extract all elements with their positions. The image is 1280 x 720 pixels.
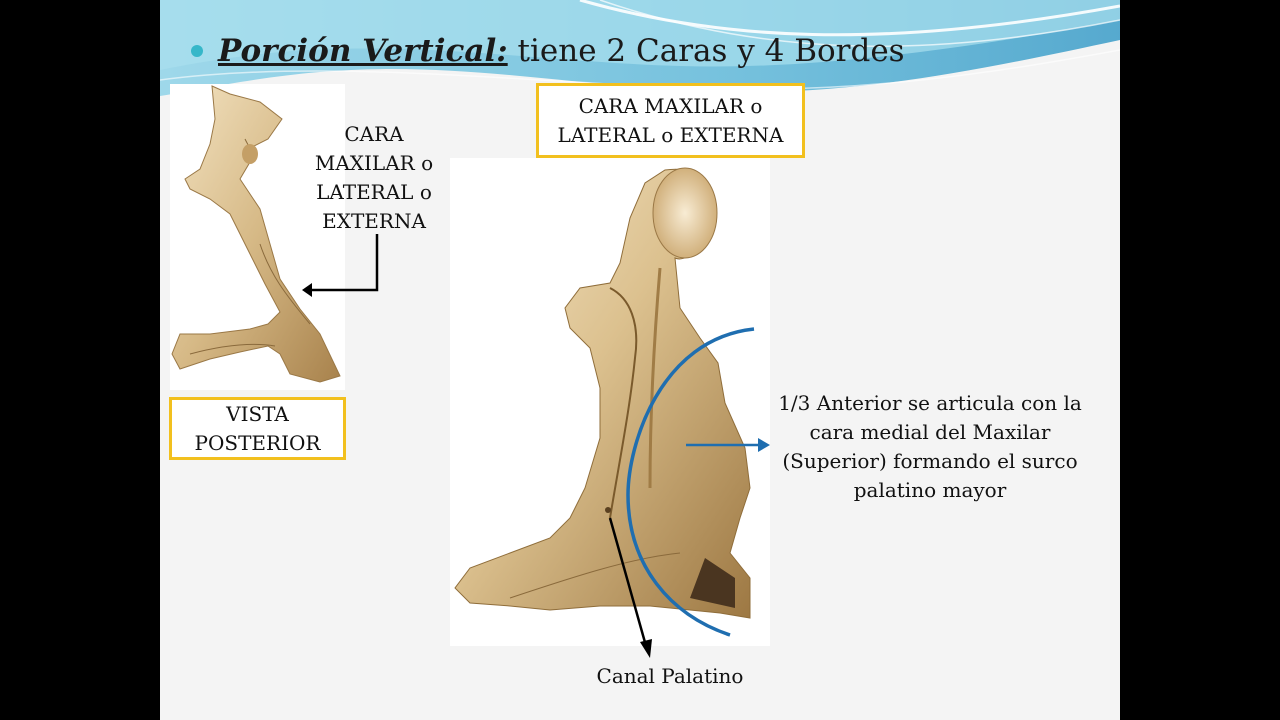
left-face-label: CARA MAXILAR o LATERAL o EXTERNA — [314, 122, 434, 233]
view-posterior-label: VISTA POSTERIOR — [194, 401, 321, 455]
top-face-box: CARA MAXILAR o LATERAL o EXTERNA — [536, 83, 805, 158]
left-face-arrow-icon — [302, 234, 379, 297]
title-bold: Porción Vertical: — [218, 33, 508, 69]
canal-palatino-label: Canal Palatino — [596, 664, 744, 688]
main-bone-image — [450, 158, 770, 646]
canal-arrow-icon — [608, 517, 652, 658]
posterior-bone-drawing — [171, 85, 341, 383]
slide-title: Porción Vertical: tiene 2 Caras y 4 Bord… — [218, 33, 905, 69]
anterior-third-label: 1/3 Anterior se articula con la cara med… — [778, 391, 1082, 502]
view-posterior-box: VISTA POSTERIOR — [169, 397, 346, 460]
slide: Porción Vertical: tiene 2 Caras y 4 Bord… — [160, 0, 1120, 720]
top-face-label: CARA MAXILAR o LATERAL o EXTERNA — [557, 93, 784, 147]
title-bullet-icon — [191, 45, 203, 57]
posterior-view-image — [170, 84, 345, 390]
title-rest: tiene 2 Caras y 4 Bordes — [507, 33, 905, 69]
anterior-third-curve — [626, 327, 770, 637]
main-bone-drawing — [454, 167, 751, 619]
